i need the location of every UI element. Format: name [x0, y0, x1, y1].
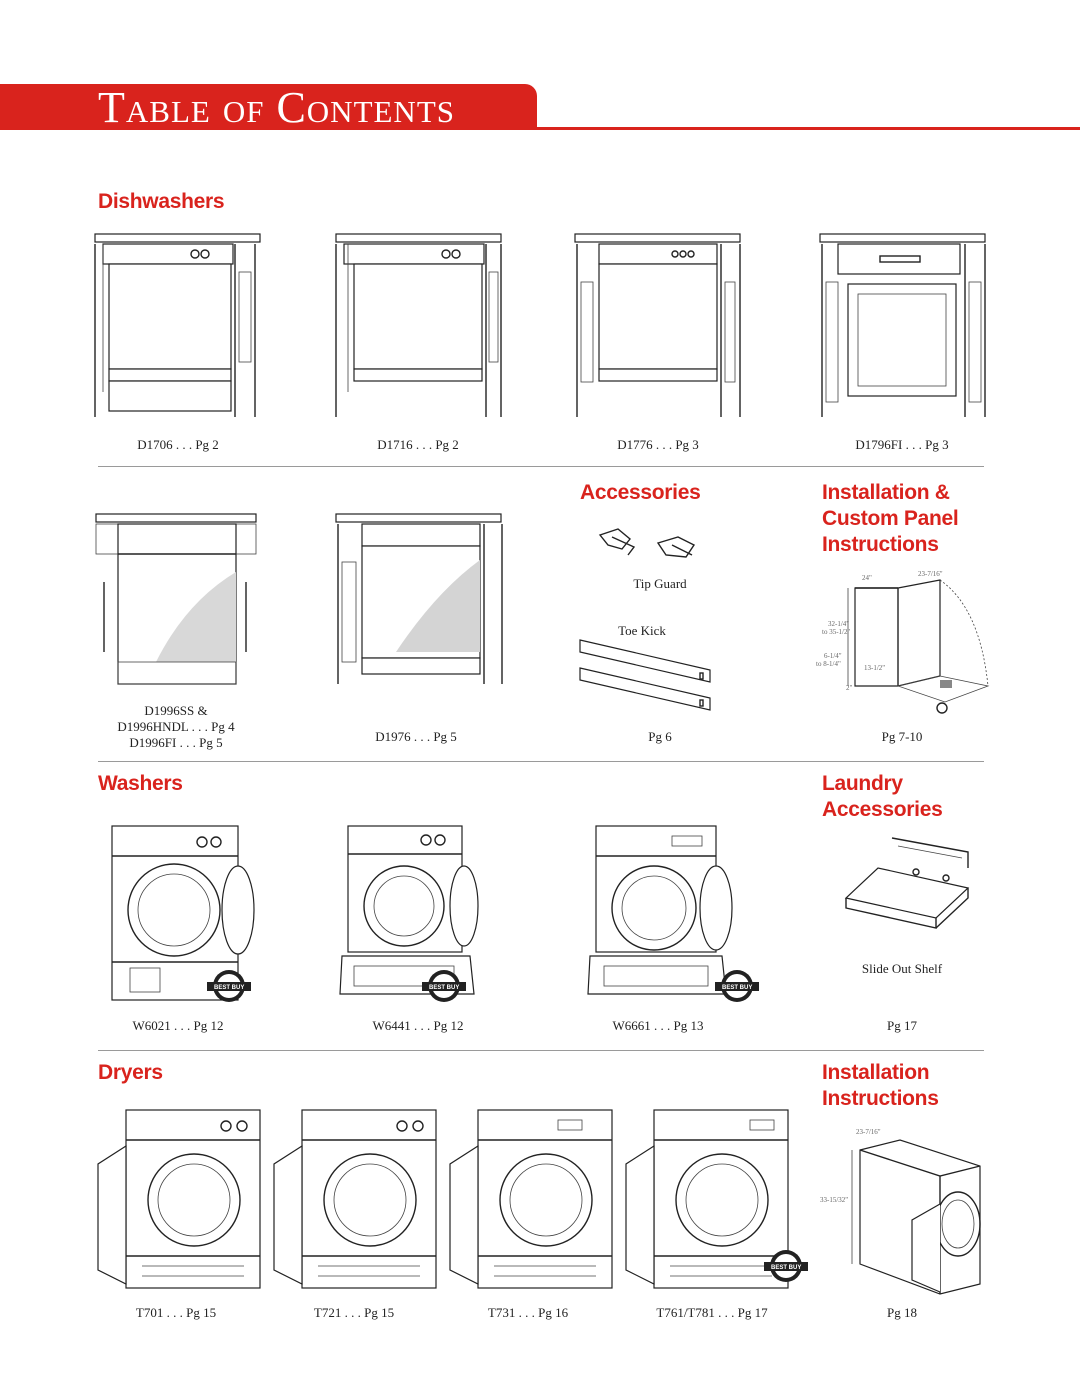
- tip-guard-label: Tip Guard: [633, 576, 687, 591]
- badge-text: BEST BUY: [429, 985, 459, 991]
- best-buy-badge-icon: BEST BUY: [764, 1250, 808, 1282]
- best-buy-badge-icon: BEST BUY: [715, 970, 759, 1002]
- caption-t731: T731 . . . Pg 16: [487, 1305, 569, 1320]
- best-buy-badge-icon: BEST BUY: [422, 970, 466, 1002]
- best-buy-badge-icon: BEST BUY: [207, 970, 251, 1002]
- accessories-page: Pg 6: [648, 729, 672, 744]
- caption-d1996fi: D1996FI . . . Pg 5: [129, 735, 223, 750]
- section-installation-custom-3: Instructions: [822, 533, 939, 556]
- tip-guard-image: [598, 528, 696, 558]
- slide-out-shelf-label: Slide Out Shelf: [861, 961, 943, 976]
- section-installation-custom-1: Installation &: [822, 481, 950, 504]
- caption-d1706: D1706 . . . Pg 2: [137, 437, 219, 452]
- section-installation-instructions-1: Installation: [822, 1061, 930, 1084]
- badge-text: BEST BUY: [771, 1265, 801, 1271]
- installation-page: Pg 18: [887, 1305, 917, 1320]
- dryer-t701-image: [97, 1109, 261, 1289]
- caption-d1716: D1716 . . . Pg 2: [377, 437, 459, 452]
- dim-w1: 24": [862, 574, 872, 582]
- dishwasher-d1776-image: [574, 233, 741, 417]
- header-tab: [0, 76, 537, 130]
- caption-w6661: W6661 . . . Pg 13: [612, 1018, 704, 1033]
- divider: [98, 761, 984, 762]
- installation-custom-page: Pg 7-10: [881, 729, 923, 744]
- dryer-installation-diagram-image: 23-7/16" 33-15/32": [820, 1128, 981, 1295]
- caption-d1996hndl: D1996HNDL . . . Pg 4: [117, 719, 235, 734]
- section-laundry-accessories-1: Laundry: [822, 772, 903, 795]
- toe-kick-image: [579, 639, 711, 711]
- dishwasher-d1706-image: [94, 233, 261, 417]
- dim-h2b: to 8-1/4": [816, 660, 841, 668]
- dryer-t761-t781-image: [625, 1109, 789, 1289]
- caption-t721: T721 . . . Pg 15: [313, 1305, 395, 1320]
- toe-kick-label: Toe Kick: [618, 623, 666, 638]
- caption-d1796fi: D1796FI . . . Pg 3: [855, 437, 949, 452]
- section-washers: Washers: [98, 772, 183, 795]
- divider: [98, 466, 984, 467]
- dim-dryer-h: 33-15/32": [820, 1196, 848, 1204]
- caption-w6441: W6441 . . . Pg 12: [372, 1018, 464, 1033]
- dim-dryer-w: 23-7/16": [856, 1128, 881, 1136]
- caption-t701: T701 . . . Pg 15: [135, 1305, 217, 1320]
- header-rule: [0, 127, 1080, 130]
- dim-h2: 6-1/4": [824, 652, 842, 660]
- dim-h1b: to 35-1/2": [822, 628, 850, 636]
- washer-w6441-image: [339, 825, 479, 995]
- caption-d1996ss: D1996SS &: [144, 703, 208, 718]
- section-laundry-accessories-2: Accessories: [822, 798, 943, 821]
- dim-h3: 13-1/2": [864, 664, 885, 672]
- dim-h1: 32-1/4": [828, 620, 849, 628]
- section-installation-custom-2: Custom Panel: [822, 507, 959, 530]
- dishwasher-d1996-image: [95, 513, 257, 685]
- divider: [98, 1050, 984, 1051]
- caption-d1776: D1776 . . . Pg 3: [617, 437, 699, 452]
- page-title: Table of Contents: [98, 83, 455, 132]
- section-accessories: Accessories: [580, 481, 701, 504]
- dim-d: 2": [846, 684, 853, 692]
- dryer-t721-image: [273, 1109, 437, 1289]
- washer-w6661-image: [587, 825, 733, 995]
- section-dishwashers: Dishwashers: [98, 190, 225, 213]
- dryer-t731-image: [449, 1109, 613, 1289]
- badge-text: BEST BUY: [722, 985, 752, 991]
- caption-d1976: D1976 . . . Pg 5: [375, 729, 457, 744]
- dim-w2: 23-7/16": [918, 570, 943, 578]
- dishwasher-d1796fi-image: [819, 233, 986, 417]
- washer-w6021-image: [111, 825, 255, 1001]
- badge-text: BEST BUY: [214, 985, 244, 991]
- slide-out-shelf-image: [844, 837, 970, 929]
- section-installation-instructions-2: Instructions: [822, 1087, 939, 1110]
- section-dryers: Dryers: [98, 1061, 163, 1084]
- caption-t761-t781: T761/T781 . . . Pg 17: [656, 1305, 768, 1320]
- installation-diagram-image: 24" 23-7/16" 32-1/4" to 35-1/2" 6-1/4" t…: [816, 570, 990, 714]
- caption-w6021: W6021 . . . Pg 12: [132, 1018, 224, 1033]
- dishwasher-d1976-image: [335, 513, 503, 684]
- dishwasher-d1716-image: [335, 233, 502, 417]
- laundry-accessories-page: Pg 17: [887, 1018, 917, 1033]
